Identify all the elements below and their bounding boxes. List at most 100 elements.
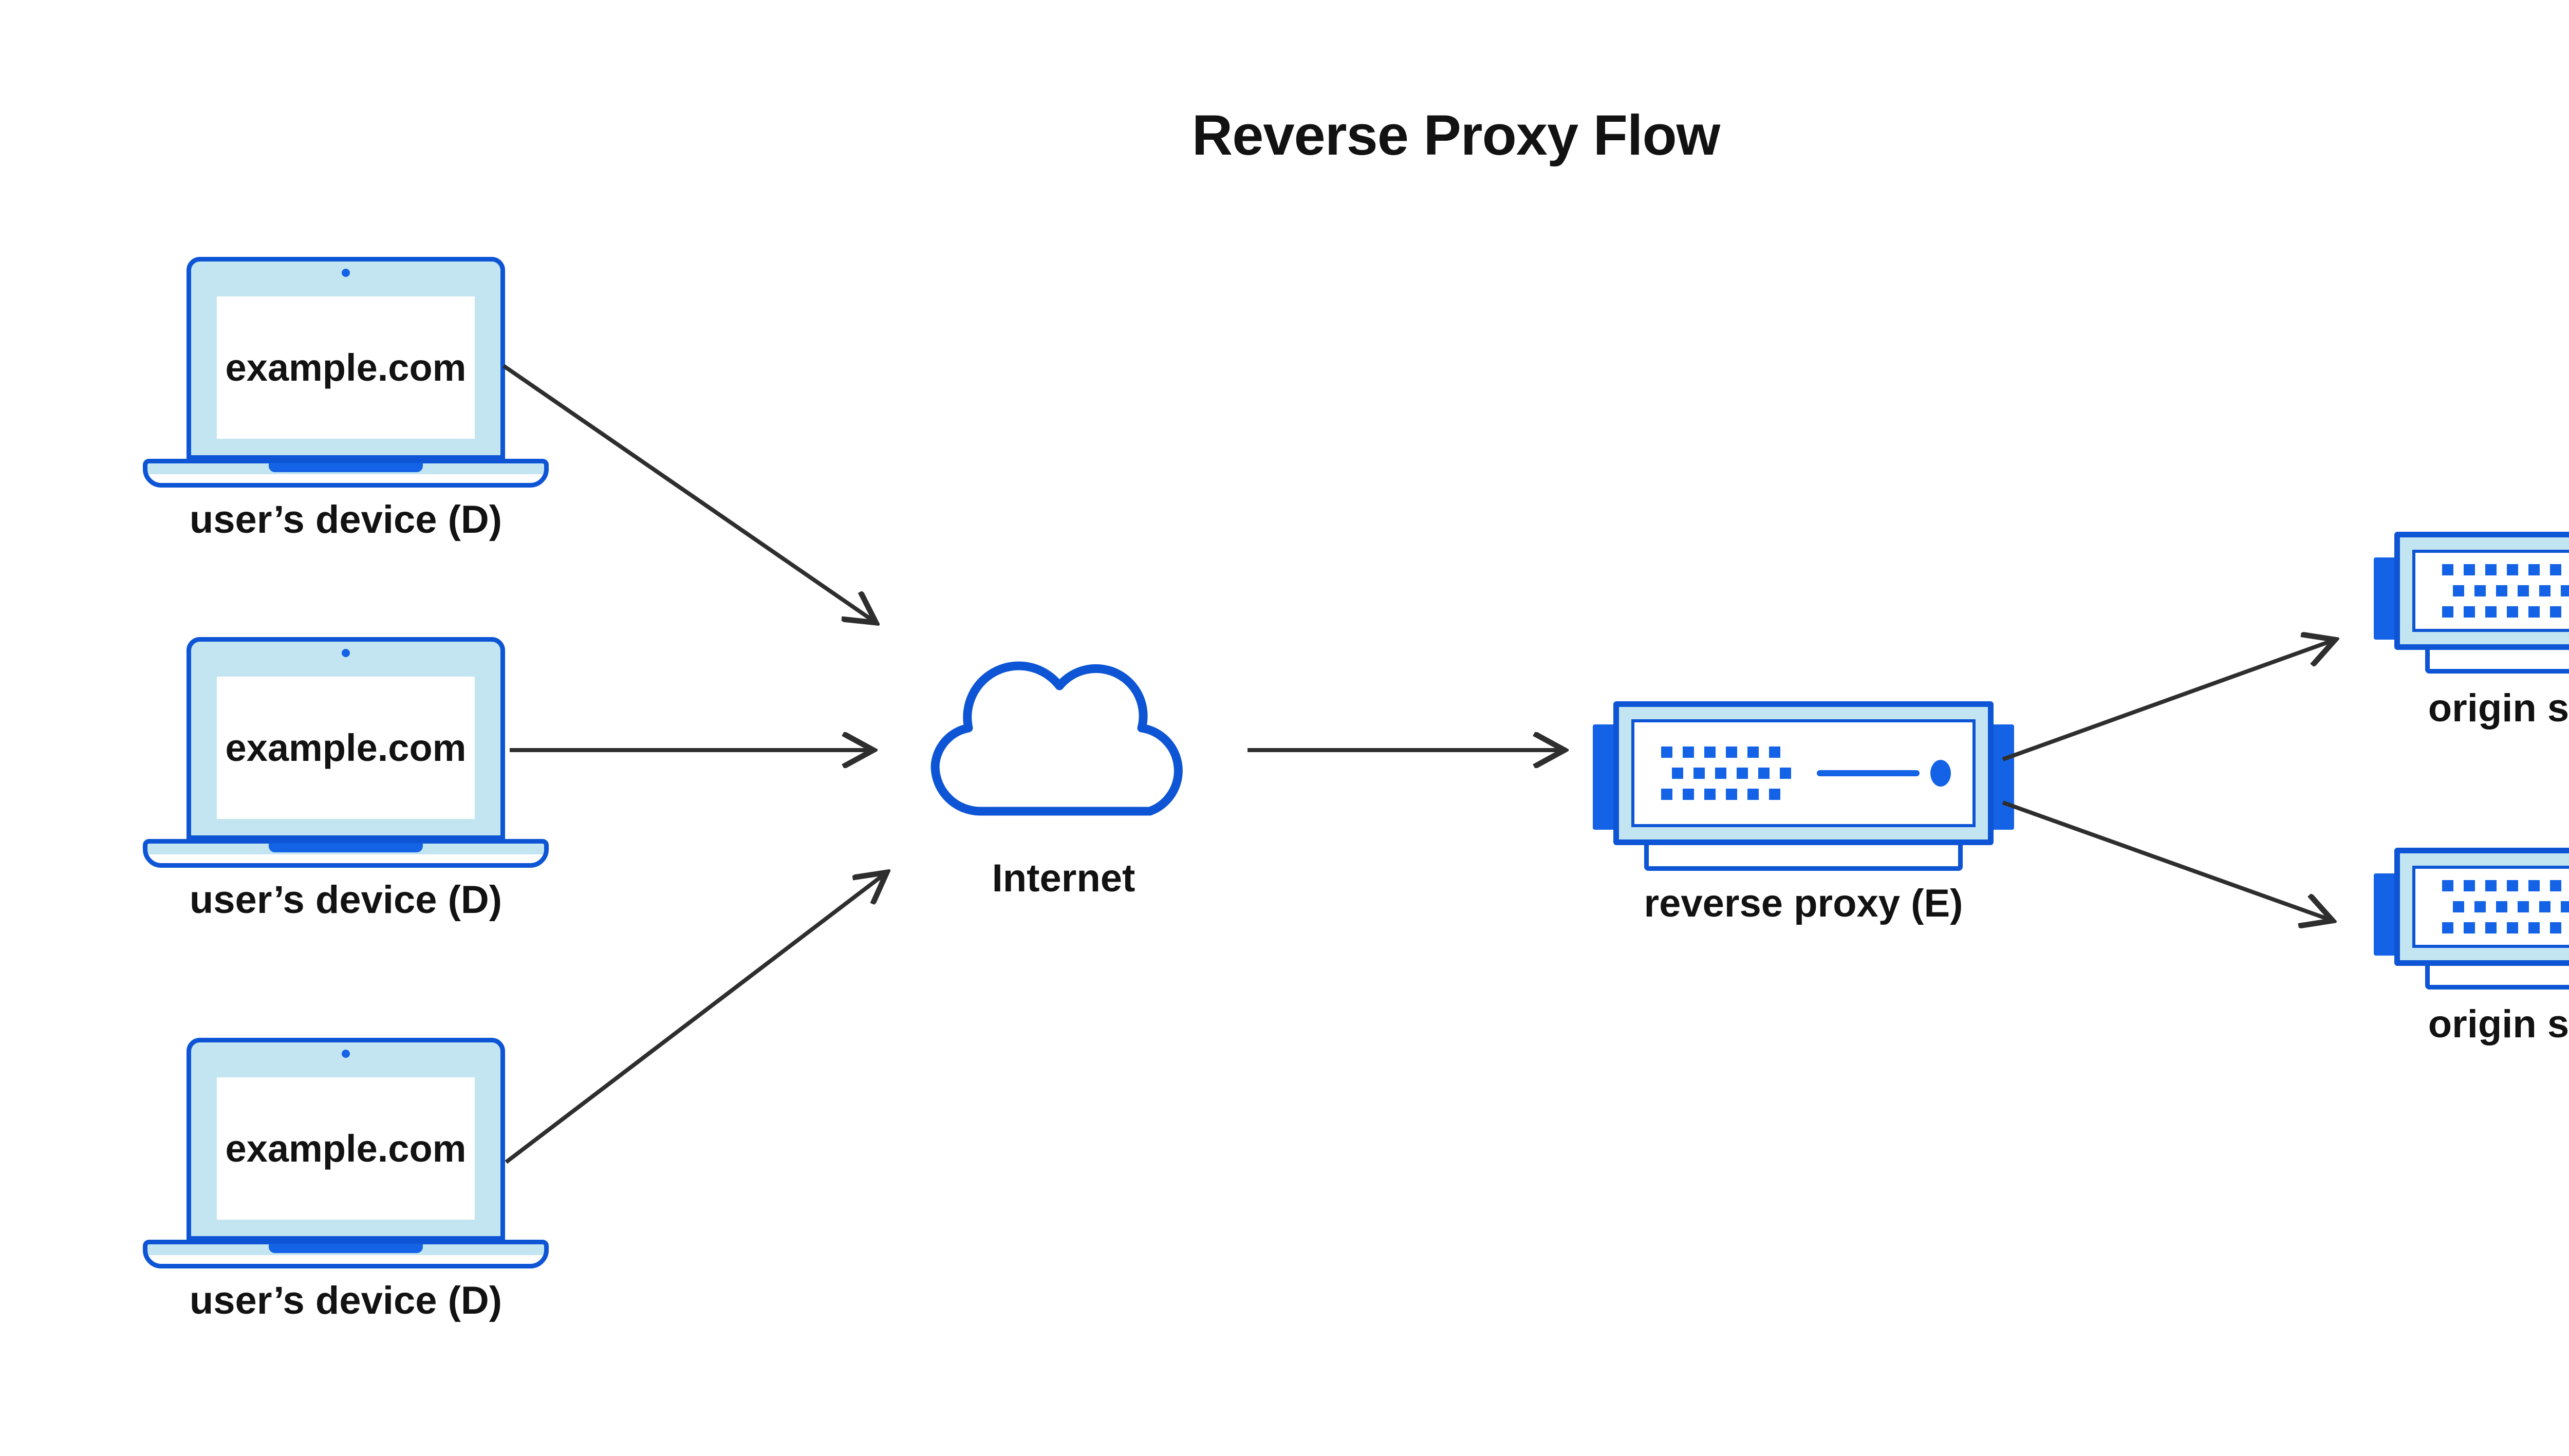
vent-square (2550, 922, 2561, 934)
laptop-notch (269, 843, 423, 852)
diagram-title: Reverse Proxy Flow (1192, 104, 1720, 167)
vent-square (2528, 564, 2540, 575)
vent-square (2550, 564, 2561, 575)
vent-square (2539, 901, 2551, 912)
vent-square (1737, 768, 1748, 779)
laptop-icon: example.com (187, 1038, 505, 1241)
camera-dot-icon (342, 649, 350, 657)
laptop-base (143, 459, 549, 488)
camera-dot-icon (342, 269, 350, 277)
user-device-3: example.com user’s device (D) (143, 1038, 549, 1356)
vent-square (1704, 789, 1716, 800)
camera-dot-icon (342, 1050, 350, 1058)
reverse-proxy-label: reverse proxy (E) (1644, 882, 1963, 925)
server-icon (1613, 701, 1994, 845)
vent-square (1661, 789, 1672, 800)
device-url: example.com (225, 726, 467, 769)
server-side-tab-left (2374, 873, 2397, 956)
vent-row (2453, 901, 2569, 912)
vent-square (2507, 880, 2518, 891)
user-device-2: example.com user’s device (D) (143, 637, 549, 956)
vent-square (2550, 880, 2561, 891)
vent-square (2442, 564, 2453, 575)
vent-square (2550, 606, 2561, 618)
device-label: user’s device (D) (189, 1279, 502, 1322)
laptop-base (143, 1240, 549, 1268)
arrow-device1-internet (502, 364, 876, 623)
laptop-icon: example.com (187, 637, 505, 840)
internet-node: Internet (920, 648, 1207, 936)
vent-square (2528, 606, 2540, 618)
vent-row (2442, 922, 2569, 934)
vent-square (2528, 922, 2540, 934)
vent-square (1683, 789, 1694, 800)
device-url: example.com (225, 346, 467, 389)
vent-square (1683, 746, 1694, 758)
vent-square (2496, 901, 2507, 912)
vent-square (2474, 901, 2486, 912)
laptop-icon: example.com (187, 257, 505, 460)
server-vents-icon (2442, 880, 2569, 934)
vent-square (2442, 606, 2453, 618)
reverse-proxy-node: reverse proxy (E) (1593, 701, 2014, 943)
laptop-screen: example.com (217, 677, 475, 819)
vent-square (2464, 922, 2475, 934)
vent-square (2453, 585, 2464, 596)
vent-square (2474, 585, 2486, 596)
internet-label: Internet (992, 856, 1135, 900)
vent-row (2442, 564, 2569, 575)
laptop-notch (269, 463, 423, 472)
server-front-panel (1631, 719, 1976, 827)
vent-square (2485, 564, 2497, 575)
server-side-tab-left (2374, 557, 2397, 640)
user-device-1: example.com user’s device (D) (143, 257, 549, 575)
origin-server-label: origin server (F) (2428, 686, 2569, 730)
vent-row (2442, 880, 2569, 891)
server-led-icon (1930, 760, 1951, 787)
origin-server-1: origin server (F) (2374, 532, 2569, 748)
server-front-panel (2412, 866, 2569, 948)
vent-square (1672, 768, 1683, 779)
vent-square (1747, 789, 1759, 800)
vent-square (2539, 585, 2551, 596)
arrow-proxy-origin1 (2002, 640, 2335, 761)
vent-square (2464, 564, 2475, 575)
vent-square (2496, 585, 2507, 596)
device-label: user’s device (D) (189, 878, 502, 922)
vent-square (2485, 606, 2497, 618)
vent-row (1661, 746, 1791, 758)
vent-square (1747, 746, 1759, 758)
vent-square (2518, 585, 2529, 596)
vent-square (1693, 768, 1705, 779)
server-slot-line (1817, 770, 1920, 776)
vent-square (2464, 606, 2475, 618)
server-vents-icon (2442, 564, 2569, 618)
vent-row (1672, 768, 1791, 779)
vent-square (2453, 901, 2464, 912)
device-url: example.com (225, 1127, 467, 1170)
laptop-screen: example.com (217, 296, 475, 439)
vent-square (1715, 768, 1726, 779)
origin-server-label: origin server (F) (2428, 1002, 2569, 1046)
vent-square (2442, 880, 2453, 891)
vent-square (2507, 564, 2518, 575)
vent-square (2528, 880, 2540, 891)
laptop-base (143, 839, 549, 868)
vent-square (2561, 585, 2569, 596)
vent-square (2561, 901, 2569, 912)
server-icon (2394, 532, 2569, 650)
vent-square (2507, 922, 2518, 934)
vent-square (1780, 768, 1791, 779)
vent-square (1704, 746, 1716, 758)
server-front-panel (2412, 550, 2569, 632)
vent-square (1726, 746, 1737, 758)
server-vents-icon (1661, 746, 1791, 800)
vent-square (2464, 880, 2475, 891)
vent-square (2518, 901, 2529, 912)
device-label: user’s device (D) (189, 498, 502, 542)
laptop-screen: example.com (217, 1077, 475, 1220)
laptop-notch (269, 1244, 423, 1253)
vent-square (1758, 768, 1770, 779)
vent-square (1769, 789, 1780, 800)
vent-square (1769, 746, 1780, 758)
